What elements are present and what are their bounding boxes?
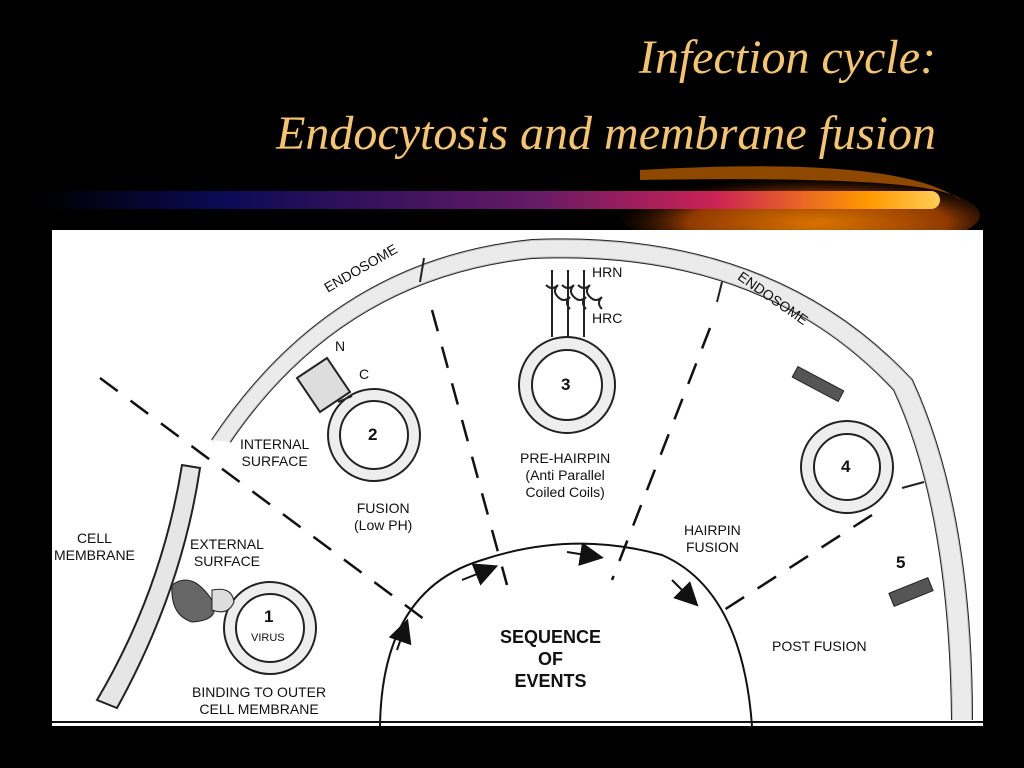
external-line-1: EXTERNAL — [190, 536, 264, 552]
sequence-line-2: OF — [538, 649, 564, 669]
label-external-surface: EXTERNAL SURFACE — [190, 536, 264, 570]
diagram-graphics — [52, 238, 983, 726]
title-line-1: Infection cycle: — [638, 31, 936, 84]
label-c: C — [359, 366, 370, 382]
cell-membrane — [95, 463, 202, 710]
label-virus: VIRUS — [251, 632, 285, 644]
infection-cycle-diagram: ENDOSOME ENDOSOME HRN HRC N C INTERNAL S… — [52, 230, 983, 726]
fusion-line-1: FUSION — [356, 500, 410, 516]
label-prehairpin: PRE-HAIRPIN (Anti Parallel Coiled Coils) — [520, 450, 610, 501]
label-cell-membrane: CELL MEMBRANE — [54, 530, 135, 564]
prehairpin-line-3: Coiled Coils) — [525, 484, 605, 500]
label-hrc: HRC — [592, 310, 623, 326]
step-number-2: 2 — [368, 425, 378, 444]
label-hrn: HRN — [592, 264, 623, 280]
prehairpin-line-1: PRE-HAIRPIN — [520, 450, 611, 466]
hairpin-line-1: HAIRPIN — [684, 522, 741, 538]
title-line-2: Endocytosis and membrane fusion — [276, 107, 936, 160]
label-binding: BINDING TO OUTER CELL MEMBRANE — [192, 684, 326, 718]
prehairpin-line-2: (Anti Parallel — [525, 467, 605, 483]
label-sequence-of-events: SEQUENCE OF EVENTS — [500, 626, 601, 692]
label-internal-surface: INTERNAL SURFACE — [240, 436, 309, 470]
internal-line-1: INTERNAL — [240, 436, 310, 452]
binding-line-2: CELL MEMBRANE — [199, 701, 319, 717]
label-hairpin-fusion: HAIRPIN FUSION — [684, 522, 741, 556]
step-number-5: 5 — [896, 553, 906, 572]
external-line-2: SURFACE — [193, 553, 261, 569]
label-fusion: FUSION (Low PH) — [354, 500, 412, 534]
step-number-3: 3 — [561, 375, 571, 394]
label-post-fusion: POST FUSION — [772, 638, 867, 654]
hairpin-line-2: FUSION — [685, 539, 739, 555]
cell-line-2: MEMBRANE — [54, 547, 135, 563]
cell-line-1: CELL — [76, 530, 112, 546]
label-n: N — [335, 338, 346, 354]
sequence-line-1: SEQUENCE — [500, 627, 602, 647]
step-number-1: 1 — [264, 607, 274, 626]
dashed-dividers — [99, 309, 873, 627]
fusion-line-2: (Low PH) — [354, 517, 413, 533]
internal-line-2: SURFACE — [241, 453, 308, 469]
binding-line-1: BINDING TO OUTER — [192, 684, 327, 700]
step-number-4: 4 — [841, 457, 851, 476]
sequence-line-3: EVENTS — [514, 671, 587, 691]
